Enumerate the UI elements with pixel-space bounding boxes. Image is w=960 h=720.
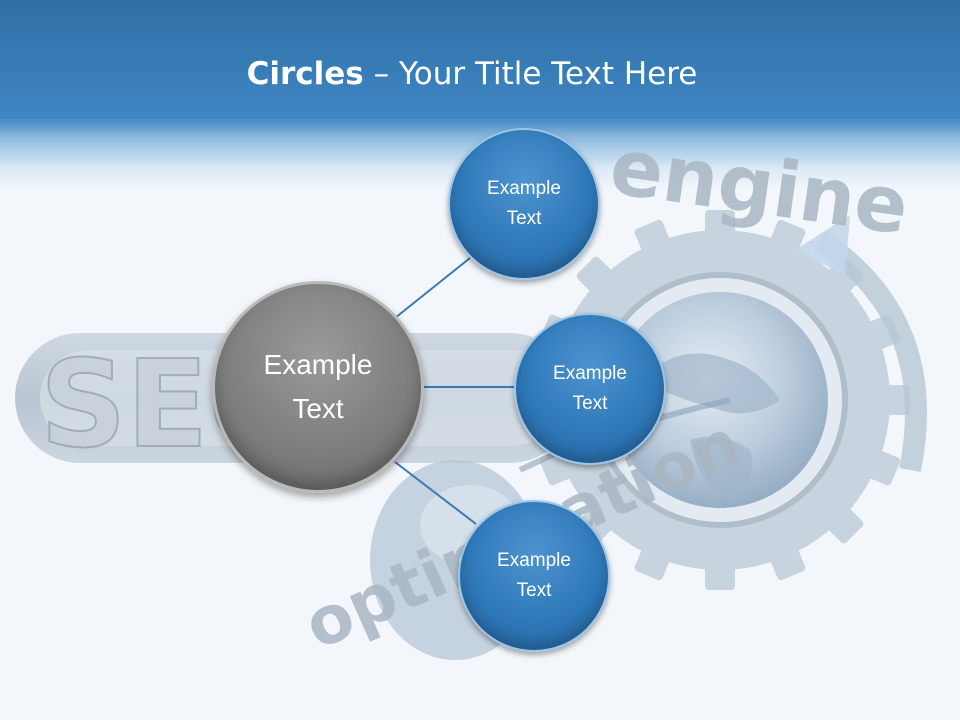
connector-1 <box>394 257 471 319</box>
satellite-circle-2-label: Example Text <box>553 363 627 414</box>
title-rest: – Your Title Text Here <box>363 56 698 92</box>
satellite-circle-1[interactable]: Example Text <box>448 128 600 280</box>
satellite-circle-3-label: Example Text <box>497 550 571 601</box>
arrow-icon <box>813 230 927 473</box>
connector-3 <box>394 461 477 525</box>
center-circle-label: Example Text <box>263 349 373 424</box>
center-circle[interactable]: Example Text <box>212 281 424 493</box>
title-bold: Circles <box>246 56 364 92</box>
satellite-circle-1-label: Example Text <box>487 178 561 229</box>
satellite-circle-3[interactable]: Example Text <box>458 500 610 652</box>
slide-title: Circles – Your Title Text Here <box>0 54 944 94</box>
satellite-circle-2[interactable]: Example Text <box>514 313 666 465</box>
